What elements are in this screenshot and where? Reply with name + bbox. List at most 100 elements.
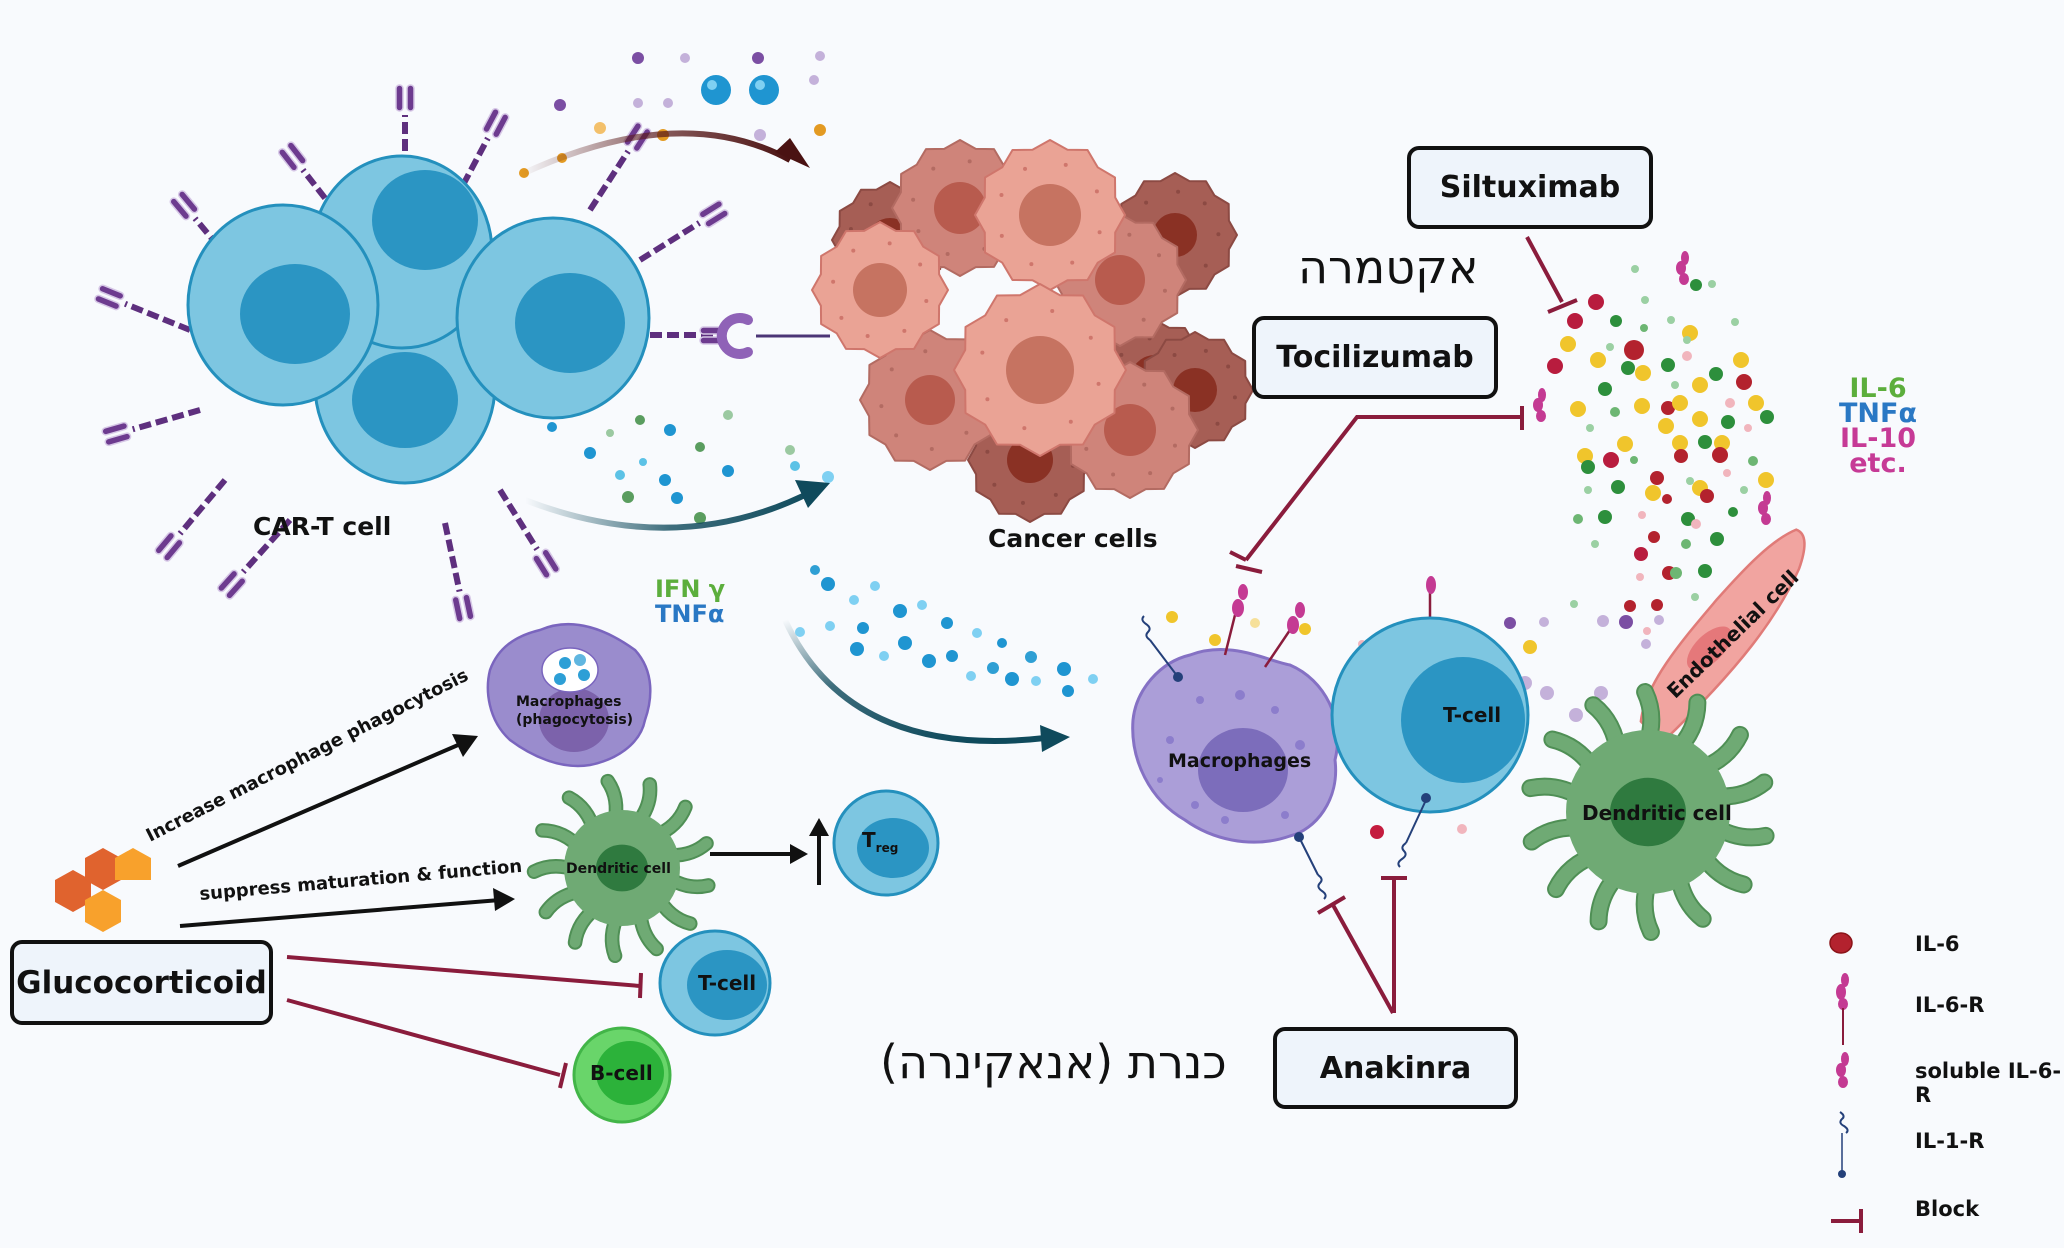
cytokine-dot [664, 424, 676, 436]
cytokine-storm-dot [1672, 395, 1688, 411]
cytokine-storm-dot [1636, 573, 1644, 581]
ifn-tnf-dot [857, 622, 869, 634]
legend-label-soluble-il6r: soluble IL-6-R [1915, 1059, 2062, 1107]
ifn-tnf-dot [997, 638, 1007, 648]
cytokine-storm-dot [1744, 424, 1752, 432]
soluble-il6r-icon [1836, 1052, 1849, 1088]
cytokine-storm-dot [1611, 480, 1625, 494]
cytokine-storm-dot [1758, 472, 1774, 488]
cytokine-dot [663, 98, 673, 108]
ifn-tnf-dot [972, 628, 982, 638]
cytokine-dot [615, 470, 625, 480]
ifn-tnf-dot [893, 604, 907, 618]
cytokine-storm-dot [1682, 351, 1692, 361]
t-cell-small-label: T-cell [698, 971, 756, 995]
glucocorticoid-arrows: Increase macrophage phagocytosis suppres… [143, 665, 523, 928]
cytokine-bead-highlight [707, 80, 717, 90]
cytokine-storm-cloud [1166, 251, 1774, 867]
ifn-tnf-dot [987, 662, 999, 674]
tnf-alpha-label-left: TNFα [655, 600, 724, 628]
treg-label: Treg [862, 828, 898, 855]
cytokine-dot [635, 415, 645, 425]
ifn-tnf-dot [795, 627, 805, 637]
cytokine-storm-dot [1691, 593, 1699, 601]
macrophages-phago-label-1: Macrophages [516, 694, 622, 710]
cytokine-dot [1523, 640, 1537, 654]
cytokine-dot [822, 471, 834, 483]
ifn-tnf-dot [922, 654, 936, 668]
cytokine-dot [680, 53, 690, 63]
soluble-il6r-molecule [1758, 491, 1771, 525]
cytokine-dot [633, 98, 643, 108]
il6-dot-icon [1829, 932, 1853, 954]
cytokine-storm-dot [1760, 410, 1774, 424]
cytokine-storm-dot [1731, 318, 1739, 326]
block-icon [1831, 1209, 1863, 1233]
cytokine-storm-dot [1570, 401, 1586, 417]
car-t-cell-cluster: CAR-T cell [94, 85, 830, 623]
cytokine-dot [554, 99, 566, 111]
cytokine-storm-dot [1630, 456, 1638, 464]
cytokine-storm-dot [1638, 511, 1646, 519]
cytokine-storm-dot [1671, 381, 1679, 389]
cytokine-storm-dot [1581, 460, 1595, 474]
cytokine-storm-dot [1570, 600, 1578, 608]
anakinra-box[interactable]: Anakinra [1273, 1027, 1518, 1109]
arrow-car-t-to-cancer-top [518, 130, 792, 178]
cytokine-storm-dot [1617, 436, 1633, 452]
cytokine-storm-dot [1672, 435, 1688, 451]
cytokine-storm-dot [1621, 361, 1635, 375]
t-cell-main: T-cell [1330, 576, 1530, 868]
t-cell-small: T-cell [658, 929, 772, 1037]
cytokine-storm-dot [1661, 401, 1675, 415]
car-antigen-binding [650, 313, 830, 359]
soluble-il6r-molecule [1533, 388, 1546, 422]
cytokine-storm-dot [1662, 494, 1672, 504]
cytokine-storm-dot [1641, 296, 1649, 304]
siltuximab-box[interactable]: Siltuximab [1407, 146, 1653, 229]
cytokine-storm-dot [1698, 564, 1712, 578]
cytokine-storm-dot [1567, 313, 1583, 329]
b-cell: B-cell [572, 1026, 672, 1124]
arrow-to-macrophages [782, 618, 1046, 744]
cytokine-storm-dot [1641, 639, 1651, 649]
cytokine-storm-dot [1725, 398, 1735, 408]
cytokine-storm-dot [1667, 316, 1675, 324]
ifn-tnf-dot [1031, 676, 1041, 686]
cytokine-dot [1250, 618, 1260, 628]
il1r-receptor-icon [1838, 1111, 1849, 1178]
cytokine-storm-dot [1624, 600, 1636, 612]
cancer-cell [953, 283, 1127, 457]
ifn-tnf-dot [941, 617, 953, 629]
siltuximab-label: Siltuximab [1439, 170, 1621, 205]
cancer-cells-label: Cancer cells [988, 524, 1158, 553]
arrowhead-treg [790, 844, 808, 864]
cytokine-dot [694, 512, 706, 524]
ifn-tnf-dot [966, 671, 976, 681]
cytokine-storm-dot [1748, 456, 1758, 466]
cytokine-storm-dot [1606, 343, 1614, 351]
cytokine-storm-dot [1708, 280, 1716, 288]
cytokine-storm-dot [1670, 567, 1682, 579]
cytokine-storm-dot [1683, 336, 1691, 344]
tocilizumab-box[interactable]: Tocilizumab [1252, 316, 1498, 399]
cancer-cells-cluster [811, 139, 1254, 523]
block-lines [286, 236, 1578, 1089]
cytokine-dot [671, 492, 683, 504]
cytokine-etc: etc. [1849, 448, 1907, 479]
glucocorticoid-molecule-icon [55, 848, 151, 932]
il6r-receptor-icon [1836, 973, 1849, 1045]
cytokine-storm-dot [1591, 540, 1599, 548]
ifn-tnf-dot [825, 621, 835, 631]
cytokine-dot [1540, 686, 1554, 700]
cytokine-storm-dot [1692, 411, 1708, 427]
cytokine-dot [594, 122, 606, 134]
cytokine-dot [1457, 824, 1467, 834]
tocilizumab-label: Tocilizumab [1276, 340, 1474, 375]
cytokine-storm-dot [1721, 415, 1735, 429]
cytokine-dot [1569, 708, 1583, 722]
cytokine-dot [723, 410, 733, 420]
glucocorticoid-box[interactable]: Glucocorticoid [10, 940, 273, 1025]
cytokine-storm-dot [1504, 617, 1516, 629]
